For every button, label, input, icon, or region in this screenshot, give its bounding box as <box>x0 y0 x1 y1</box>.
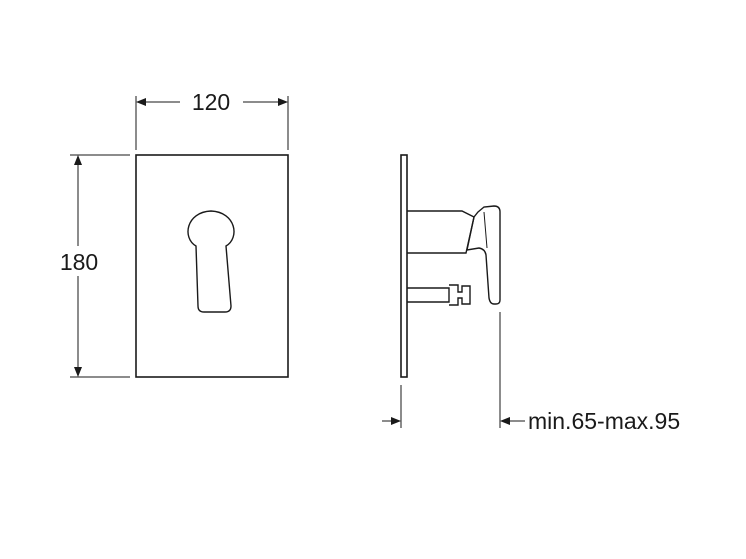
width-dimension: 120 <box>135 89 289 150</box>
front-lever-handle <box>187 210 235 313</box>
front-cover-plate <box>135 154 289 378</box>
front-view <box>135 154 289 378</box>
height-dimension-label: 180 <box>60 249 98 275</box>
height-dimension: 180 <box>54 154 130 378</box>
side-valve-body <box>407 210 475 254</box>
side-view <box>400 154 501 378</box>
depth-dimension-label: min.65-max.95 <box>528 408 680 434</box>
side-lever-handle <box>466 205 501 305</box>
side-diverter-stem <box>407 287 450 303</box>
depth-dimension: min.65-max.95 <box>382 312 680 434</box>
side-cover-plate <box>400 154 408 378</box>
width-dimension-label: 120 <box>192 89 230 115</box>
